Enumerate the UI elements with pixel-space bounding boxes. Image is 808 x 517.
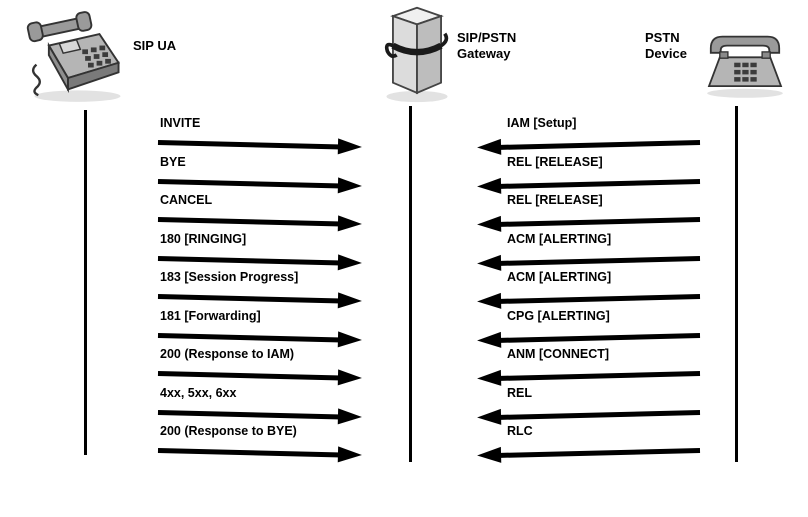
sip-message-label: 180 [RINGING] [160,232,247,246]
sip-to-gateway-arrow [157,365,363,386]
pstn-message-label: REL [RELEASE] [507,155,603,169]
sip-message-label: CANCEL [160,193,213,207]
pstn-to-gateway-arrow [476,250,701,272]
message-row: BYE REL [RELEASE] [0,155,808,195]
arrow-shaft [497,371,701,381]
arrow-head [476,215,502,233]
arrow-head [476,254,502,272]
pstn-lifeline [735,106,738,462]
sip-message-label: 200 (Response to IAM) [160,347,295,361]
arrow-shaft [157,217,342,227]
arrow-head [476,369,502,387]
arrow-head [476,292,502,310]
pstn-message-label: IAM [Setup] [507,116,577,130]
sip-message-label: 183 [Session Progress] [160,270,299,284]
pstn-to-gateway-arrow [476,327,701,349]
arrow-head [337,138,363,155]
arrow-head [476,177,502,195]
message-row: 200 (Response to BYE) RLC [0,424,808,464]
arrow-head [476,138,502,156]
arrow-shaft [157,294,342,304]
sip-message-label: BYE [160,155,186,169]
gateway-label: SIP/PSTN Gateway [457,30,516,62]
sip-ua-label: SIP UA [133,38,177,53]
pstn-to-gateway-arrow [476,288,701,310]
pstn-message-label: REL [507,386,532,400]
arrow-shaft [497,140,701,150]
pstn-message-label: ANM [CONNECT] [507,347,610,361]
arrow-shaft [497,294,701,304]
pstn-to-gateway-arrow [476,173,701,195]
pstn-to-gateway-arrow [476,134,701,156]
pstn-label-line2: Device [645,46,687,61]
desk-phone-icon [25,8,130,106]
arrow-shaft [157,333,342,343]
arrow-shaft [497,333,701,343]
message-row: 180 [RINGING] ACM [ALERTING] [0,232,808,272]
arrow-head [337,215,363,232]
sip-to-gateway-arrow [157,134,363,155]
message-row: 183 [Session Progress] ACM [ALERTING] [0,270,808,310]
arrow-shaft [157,448,342,458]
pstn-to-gateway-arrow [476,365,701,387]
pstn-message-label: ACM [ALERTING] [507,232,612,246]
pstn-message-label: ACM [ALERTING] [507,270,612,284]
gateway-label-line2: Gateway [457,46,511,61]
arrow-head [337,254,363,271]
arrow-head [337,369,363,386]
arrow-head [337,177,363,194]
arrow-head [476,446,502,464]
message-row: CANCEL REL [RELEASE] [0,193,808,233]
arrow-shaft [157,410,342,420]
arrow-head [337,331,363,348]
arrow-head [337,408,363,425]
sip-message-label: INVITE [160,116,201,130]
message-row: 181 [Forwarding] CPG [ALERTING] [0,309,808,349]
arrow-shaft [157,140,342,150]
sip-to-gateway-arrow [157,327,363,348]
gateway-label-line1: SIP/PSTN [457,30,517,45]
arrow-shaft [497,448,701,458]
sip-message-label: 181 [Forwarding] [160,309,261,323]
message-row: 200 (Response to IAM) ANM [CONNECT] [0,347,808,387]
arrow-shaft [497,179,701,189]
sip-to-gateway-arrow [157,288,363,309]
pstn-to-gateway-arrow [476,211,701,233]
sip-to-gateway-arrow [157,173,363,194]
message-row: INVITE IAM [Setup] [0,116,808,156]
arrow-shaft [157,179,342,189]
sip-to-gateway-arrow [157,442,363,463]
arrow-shaft [497,217,701,227]
sip-to-gateway-arrow [157,211,363,232]
pstn-device-label: PSTN Device [645,30,687,62]
pstn-message-label: REL [RELEASE] [507,193,603,207]
sip-ua-lifeline [84,110,87,455]
gateway-lifeline [409,106,412,462]
arrow-shaft [497,410,701,420]
pstn-message-label: RLC [507,424,533,438]
arrow-shaft [157,256,342,266]
pstn-message-label: CPG [ALERTING] [507,309,610,323]
pstn-to-gateway-arrow [476,404,701,426]
arrow-head [337,446,363,463]
arrow-head [337,292,363,309]
sip-message-label: 4xx, 5xx, 6xx [160,386,237,400]
pstn-label-line1: PSTN [645,30,680,45]
sip-to-gateway-arrow [157,404,363,425]
arrow-head [476,408,502,426]
gateway-server-icon [380,2,454,106]
arrow-shaft [497,256,701,266]
message-row: 4xx, 5xx, 6xx REL [0,386,808,426]
telephone-icon [700,18,790,102]
pstn-to-gateway-arrow [476,442,701,464]
arrow-shaft [157,371,342,381]
sip-to-gateway-arrow [157,250,363,271]
sip-message-label: 200 (Response to BYE) [160,424,297,438]
arrow-head [476,331,502,349]
